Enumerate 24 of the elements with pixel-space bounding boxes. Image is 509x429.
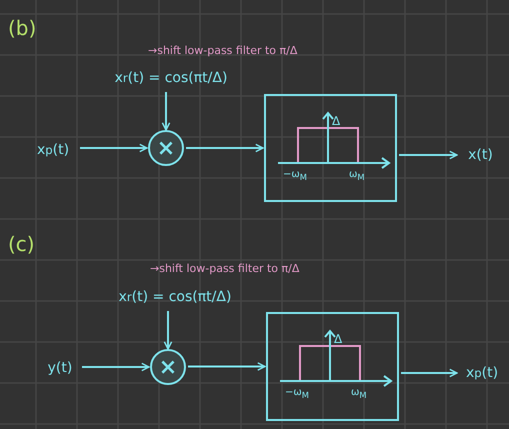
panel-label: (c) xyxy=(8,232,35,256)
arrow xyxy=(188,362,266,371)
arrow xyxy=(82,362,150,372)
annotation-note: →shift low-pass filter to π/Δ xyxy=(148,44,298,57)
multiplier-circle: × xyxy=(148,130,184,166)
filter-box xyxy=(264,94,397,202)
panel-label: (b) xyxy=(8,16,36,40)
amplitude-label: Δ xyxy=(334,332,342,346)
arrow xyxy=(401,368,458,378)
amplitude-label: Δ xyxy=(332,114,340,128)
frequency-label: ω$_{M}$ xyxy=(349,169,365,182)
multiplier-circle: × xyxy=(150,349,186,385)
frequency-label: ω$_{M}$ xyxy=(351,387,367,400)
arrow xyxy=(399,150,458,160)
arrow xyxy=(162,92,170,131)
arrow xyxy=(186,144,264,152)
frequency-label: −ω$_{M}$ xyxy=(285,387,309,400)
annotation-note: →shift low-pass filter to π/Δ xyxy=(150,262,300,275)
filter-box xyxy=(266,312,399,421)
signal-label: x(t) xyxy=(458,144,503,166)
signal-label: y(t) xyxy=(40,356,80,380)
frequency-label: −ω$_{M}$ xyxy=(283,169,307,182)
arrow xyxy=(164,311,172,350)
arrow xyxy=(80,144,148,152)
